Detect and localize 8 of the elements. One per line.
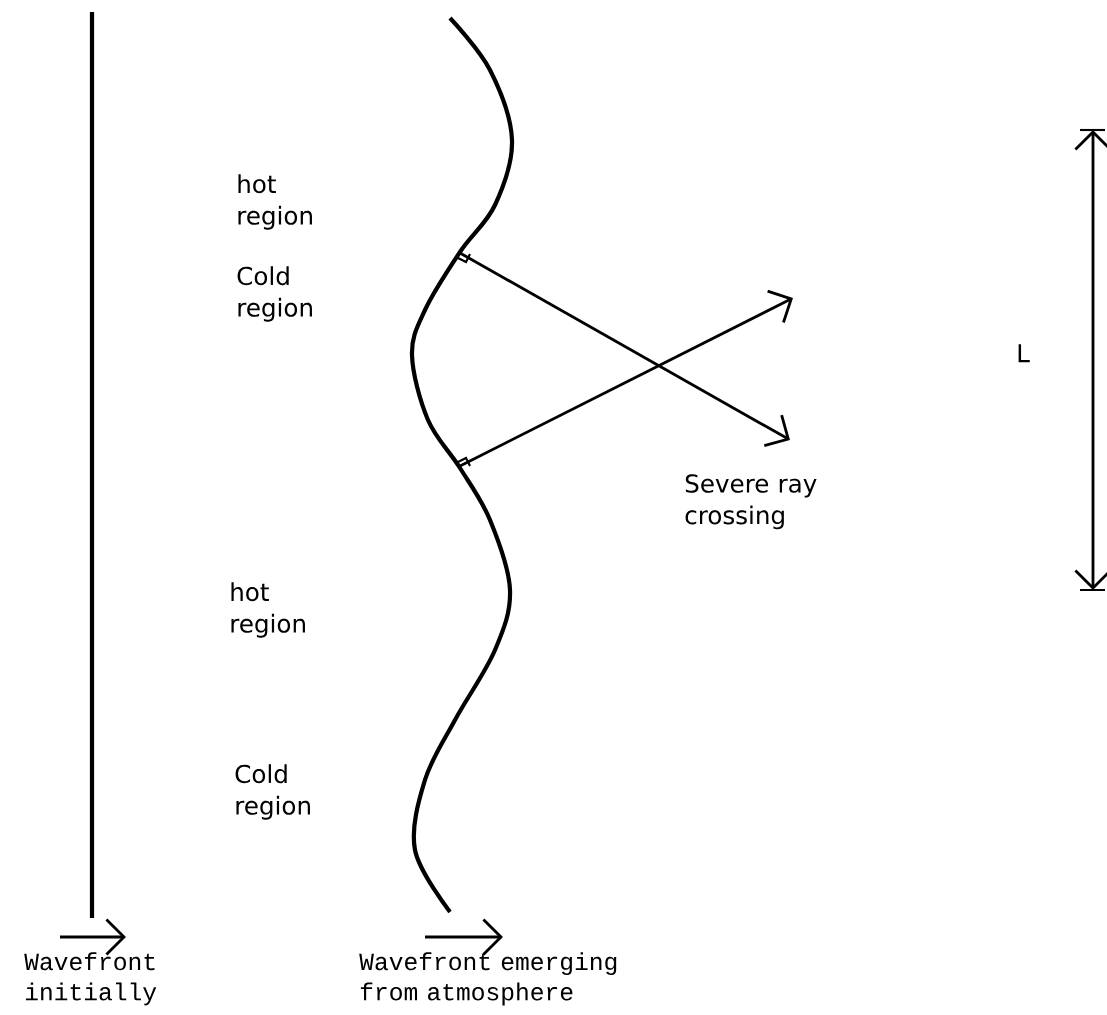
region-label: Cold region bbox=[235, 764, 310, 820]
region-label: hot region bbox=[238, 174, 312, 230]
caption-text: Wavefront initially bbox=[24, 952, 157, 1006]
annotation-text: Severe ray crossing bbox=[685, 474, 817, 530]
region-label: hot region bbox=[231, 582, 305, 638]
dimension-label: L bbox=[1018, 344, 1030, 363]
region-label: Cold region bbox=[237, 266, 312, 322]
caption-text: Wavefront emerging from atmosphere bbox=[359, 952, 617, 1006]
